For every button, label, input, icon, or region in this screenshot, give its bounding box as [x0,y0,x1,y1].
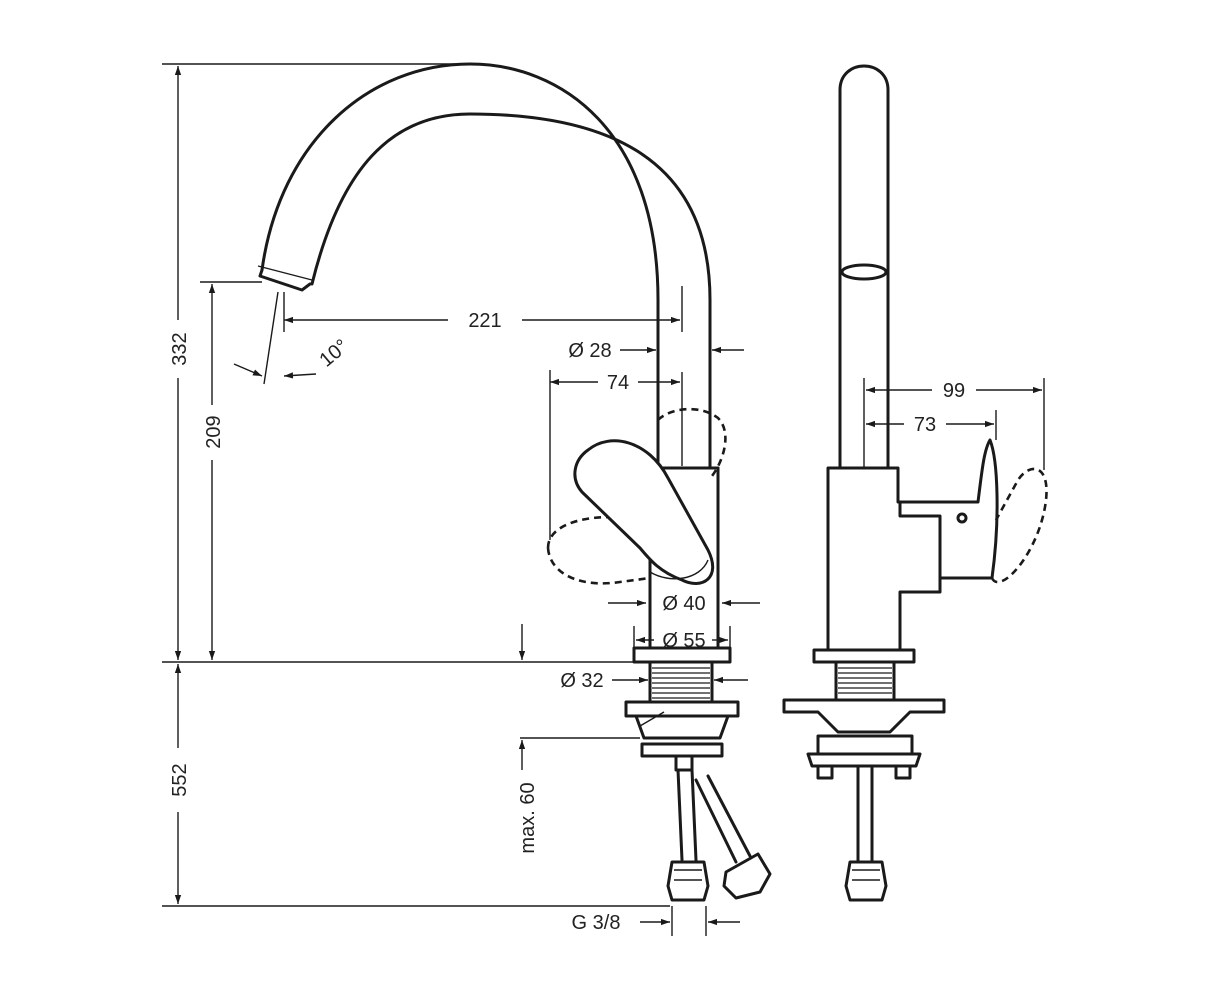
side-mounting-plate [782,698,946,734]
aerator [258,268,312,292]
side-lever-alt-position [990,467,1048,584]
fixing-nut [634,714,730,740]
side-base-flange [812,648,916,664]
dim-below-deck: 552 [169,763,191,796]
shank-threads [652,667,710,699]
dim-connection: G 3/8 [572,912,621,934]
lever-handle [573,439,715,585]
spout-inner-contour [310,112,712,470]
dim-side-lever-near: 73 [914,414,936,436]
dimension-labels: 332 209 552 221 10° Ø 28 74 Ø 40 Ø 55 Ø … [169,310,965,934]
dimension-lines [162,63,1045,936]
dim-base-dia: Ø 55 [662,630,705,652]
dim-lever-front: 74 [607,372,629,394]
base-flange [632,646,732,664]
side-view [782,64,1048,902]
dim-shank-dia: Ø 32 [560,670,603,692]
dim-body-dia: Ø 40 [662,593,705,615]
dim-spout-height: 209 [203,415,225,448]
dim-side-lever-far: 99 [943,380,965,402]
dim-angle: 10° [315,335,352,371]
dim-spout-dia: Ø 28 [568,340,611,362]
lever-alt-position-left [546,515,651,585]
dim-max-deck: max. 60 [517,782,539,853]
lever-alt-position-up [657,407,727,477]
side-spout [838,64,890,470]
lock-nut [640,742,724,758]
side-lever-body [898,438,999,580]
side-aerator [840,263,888,281]
mounting-plate [624,700,740,718]
supply-hoses [666,768,772,902]
dim-total-height: 332 [169,332,191,365]
dim-reach: 221 [468,310,501,332]
spout-outer-contour [260,62,660,470]
side-body [826,466,942,652]
front-view [257,62,772,902]
